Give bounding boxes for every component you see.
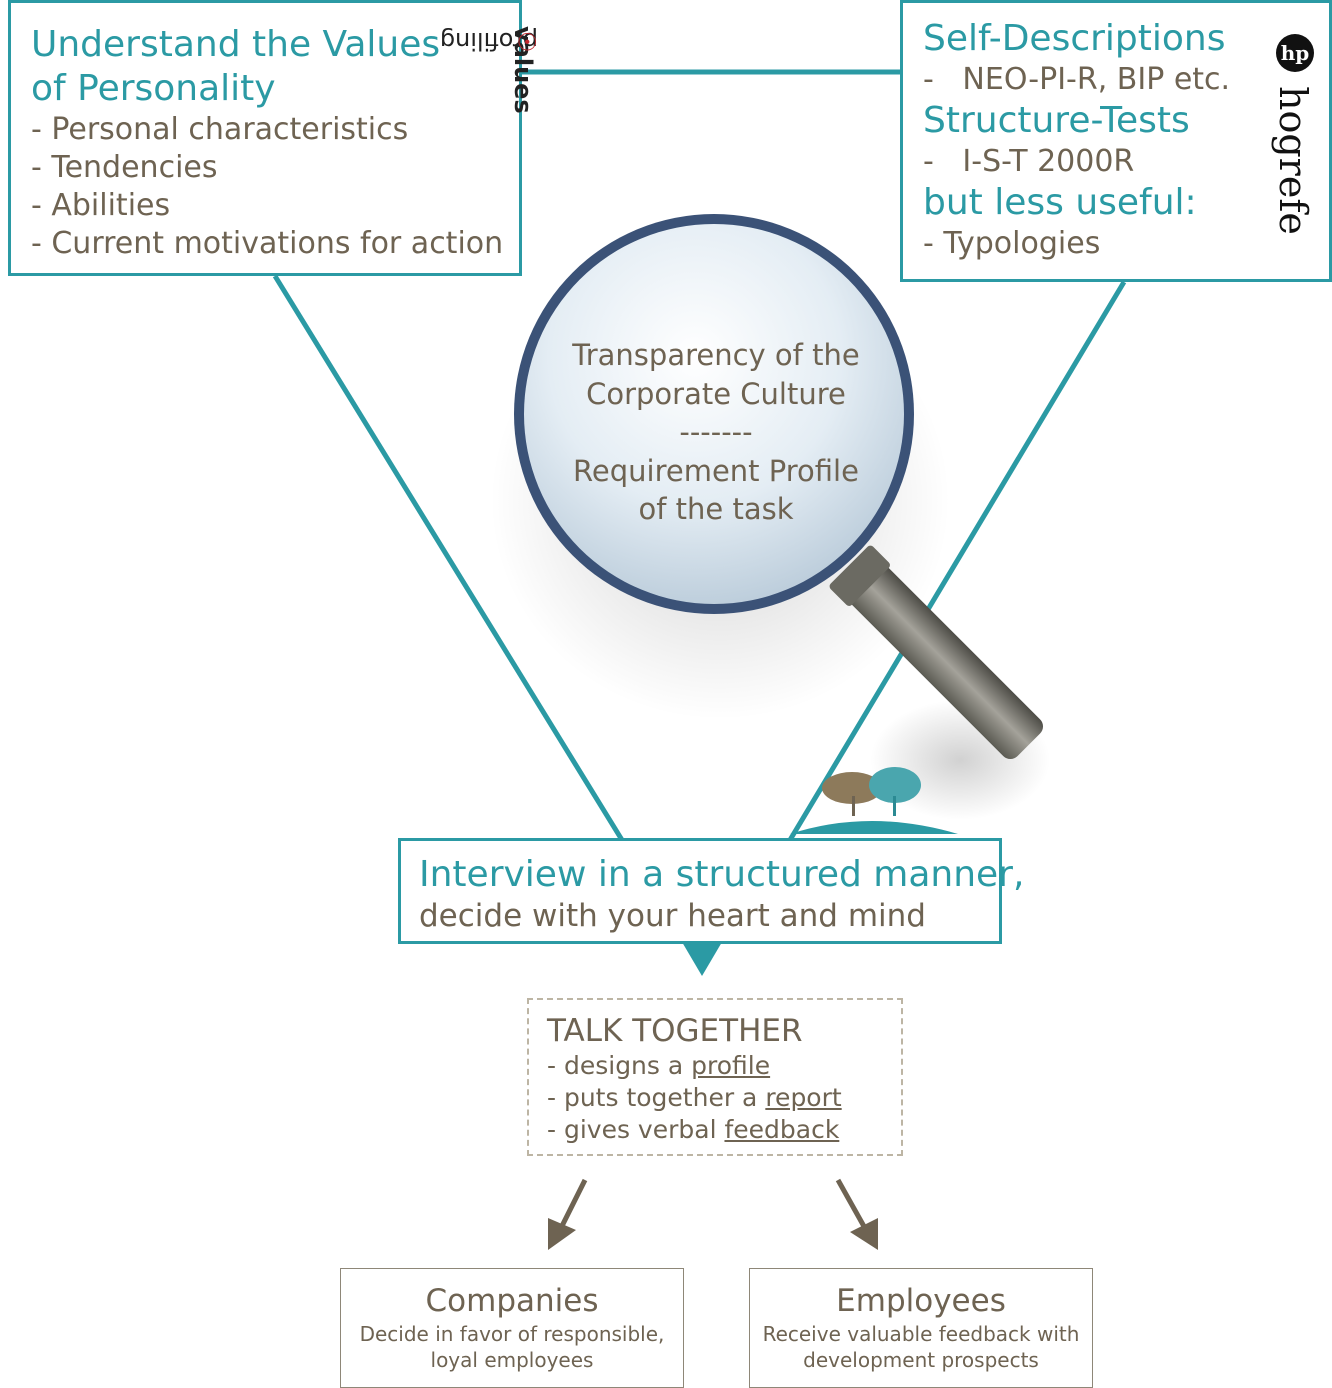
- lens-line: Transparency of the: [572, 338, 860, 372]
- compass-icon: ☉: [516, 27, 538, 55]
- item-prefix: - gives verbal: [547, 1115, 725, 1144]
- list-item: - designs a profile: [547, 1050, 842, 1082]
- companies-card: Companies Decide in favor of responsible…: [340, 1268, 684, 1388]
- companies-title: Companies: [425, 1283, 599, 1319]
- less-useful-heading: but less useful:: [923, 182, 1197, 223]
- list-item: - NEO-PI-R, BIP etc.: [923, 62, 1231, 97]
- list-item: - gives verbal feedback: [547, 1114, 842, 1146]
- values-of-personality-box: Understand the Values of Personality - P…: [8, 0, 522, 276]
- interview-box: Interview in a structured manner, decide…: [398, 838, 1024, 944]
- magnifier-icon: [514, 214, 1044, 760]
- item-prefix: - designs a: [547, 1051, 692, 1080]
- hogrefe-mark-icon: hp: [1276, 34, 1314, 72]
- lens-divider: -------: [679, 415, 753, 449]
- list-item: - Abilities: [31, 188, 171, 223]
- triangle-right-side: [787, 280, 1127, 842]
- lens-line: Corporate Culture: [586, 376, 846, 411]
- item-prefix: - puts together a: [547, 1083, 766, 1112]
- interview-heading: Interview in a structured manner,: [419, 854, 1025, 895]
- report-link[interactable]: report: [765, 1083, 842, 1112]
- list-item: - puts together a report: [547, 1082, 842, 1114]
- list-item: - Tendencies: [31, 150, 218, 185]
- arrow-down-left-icon: [548, 1178, 588, 1250]
- values-list: - Personal characteristics - Tendencies …: [31, 111, 503, 263]
- lens-line: Requirement Profile: [573, 453, 859, 488]
- list-item: - Typologies: [923, 226, 1101, 261]
- lens-text: Transparency of the Corporate Culture --…: [560, 336, 872, 529]
- interview-subtext: decide with your heart and mind: [419, 898, 926, 934]
- hogrefe-wordmark: hogrefe: [1271, 86, 1315, 235]
- employees-description: Receive valuable feedback with developme…: [762, 1322, 1080, 1372]
- interview-pointer: [682, 942, 722, 976]
- lens-line: of the task: [638, 492, 794, 526]
- talk-together-box: TALK TOGETHER - designs a profile - puts…: [527, 998, 903, 1156]
- tree-logo-icon: [790, 767, 958, 834]
- arrow-down-right-icon: [835, 1178, 878, 1250]
- triangle-left-side: [272, 274, 625, 842]
- hogrefe-logo: hp hogrefe: [1270, 34, 1320, 244]
- self-descriptions-heading: Self-Descriptions: [923, 18, 1226, 59]
- employees-card: Employees Receive valuable feedback with…: [749, 1268, 1093, 1388]
- values-box-title: Understand the Values of Personality: [31, 24, 441, 109]
- feedback-link[interactable]: feedback: [724, 1115, 840, 1144]
- talk-list: - designs a profile - puts together a re…: [547, 1050, 842, 1146]
- self-descriptions-box: Self-Descriptions - NEO-PI-R, BIP etc. S…: [900, 0, 1332, 282]
- companies-description: Decide in favor of responsible, loyal em…: [359, 1322, 665, 1372]
- list-item: - I-S-T 2000R: [923, 144, 1135, 179]
- list-item: - Current motivations for action: [31, 226, 504, 261]
- profile-link[interactable]: profile: [691, 1051, 771, 1080]
- list-item: - Personal characteristics: [31, 112, 409, 147]
- structure-tests-heading: Structure-Tests: [923, 100, 1190, 141]
- employees-title: Employees: [836, 1283, 1006, 1319]
- talk-heading: TALK TOGETHER: [547, 1013, 803, 1049]
